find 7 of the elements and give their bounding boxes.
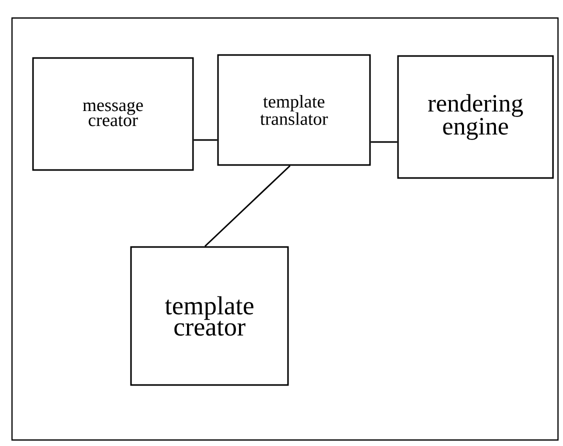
connector-line [204, 165, 291, 247]
process-box: template translator [217, 54, 371, 166]
process-box: template creator [130, 246, 289, 386]
connector-line [370, 141, 398, 143]
process-box: rendering engine [397, 55, 554, 179]
connector-line [194, 139, 218, 141]
process-box: message creator [32, 57, 194, 171]
